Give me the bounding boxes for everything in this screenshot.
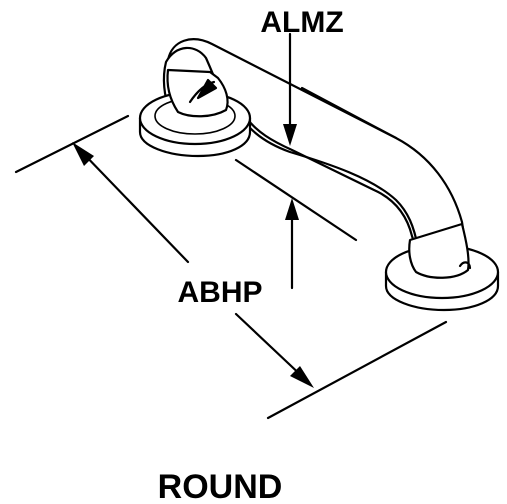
abhp-arrowhead-top <box>72 142 94 166</box>
right-post <box>408 222 470 279</box>
almz-label: ALMZ <box>260 6 343 39</box>
left-post-notch <box>196 78 218 100</box>
abhp-arrowhead-bottom <box>290 366 314 388</box>
abhp-label: ABHP <box>177 276 262 309</box>
abhp-dimension-line-lower <box>234 312 308 382</box>
almz-arrowhead-top <box>283 124 297 146</box>
extension-line-left <box>14 114 130 174</box>
extension-line-bottom <box>234 158 358 242</box>
caption-label: ROUND <box>158 468 283 504</box>
handle-bar-underside <box>230 102 420 250</box>
almz-arrowhead-bottom <box>285 198 299 220</box>
abhp-dimension-line-upper <box>78 148 190 264</box>
extension-line-right <box>266 320 448 420</box>
right-post-shading <box>458 261 472 270</box>
